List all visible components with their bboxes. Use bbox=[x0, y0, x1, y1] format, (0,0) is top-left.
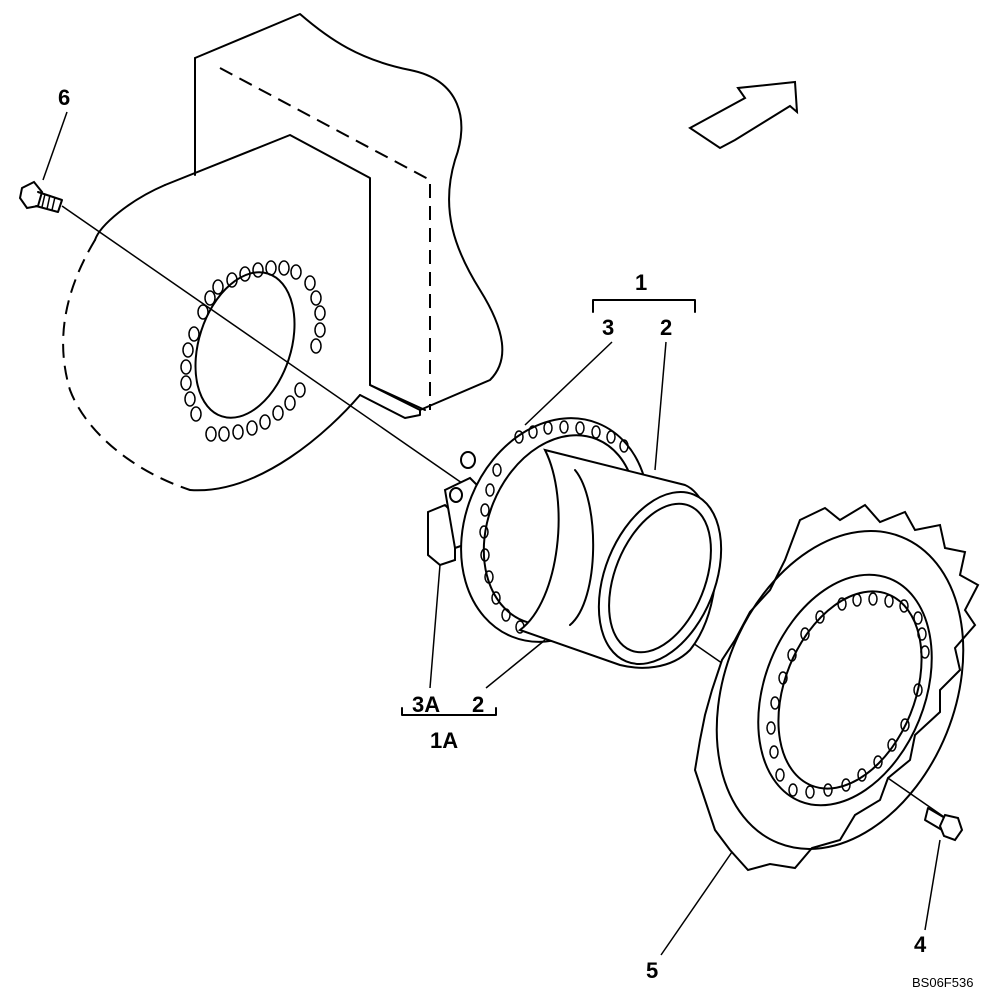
callout-5: 5 bbox=[646, 958, 658, 983]
callout-3a: 3A bbox=[412, 692, 440, 717]
direction-arrow-icon bbox=[688, 80, 799, 150]
frame-bolt-holes bbox=[180, 260, 326, 442]
leader-lines bbox=[42, 111, 941, 956]
callout-1a: 1A bbox=[430, 728, 458, 753]
callout-2-bottom: 2 bbox=[472, 692, 484, 717]
travel-motor-assembly bbox=[427, 417, 723, 669]
sprocket-bolt-holes bbox=[766, 592, 930, 799]
mounting-frame bbox=[62, 13, 504, 492]
motor-flange-holes bbox=[479, 420, 629, 634]
callout-3: 3 bbox=[602, 315, 614, 340]
callout-4: 4 bbox=[914, 932, 927, 957]
group-brackets bbox=[401, 299, 696, 716]
bolt-4 bbox=[924, 807, 964, 842]
bolt-6 bbox=[18, 180, 63, 213]
callout-6: 6 bbox=[58, 85, 70, 110]
callout-2-top: 2 bbox=[660, 315, 672, 340]
sprocket bbox=[693, 503, 980, 872]
callout-1: 1 bbox=[635, 270, 647, 295]
drawing-code: BS06F536 bbox=[912, 975, 973, 990]
